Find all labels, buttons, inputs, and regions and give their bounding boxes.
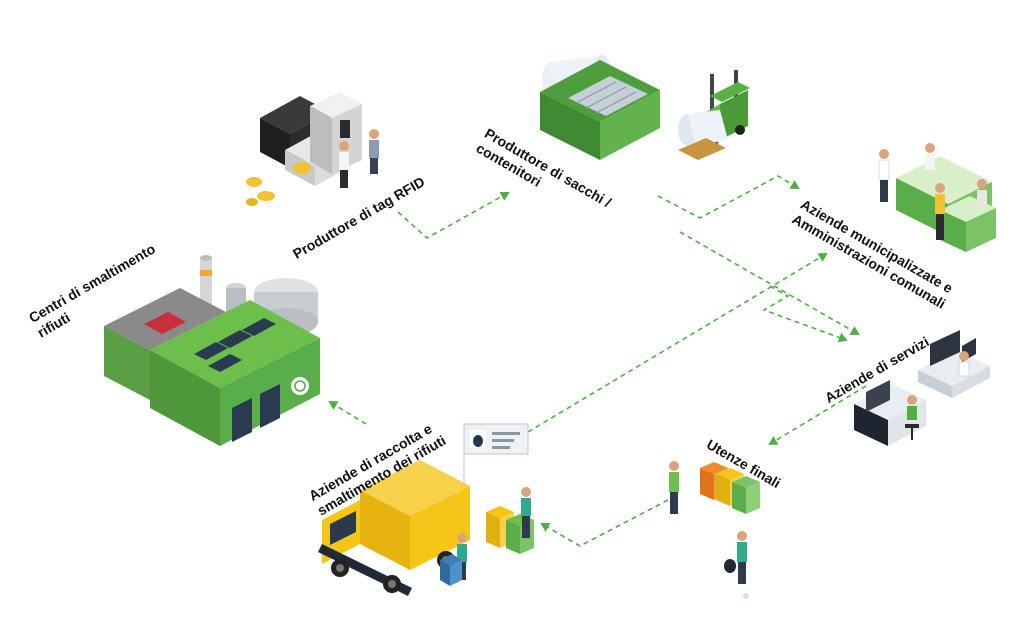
arrow-municipal-to-services: [762, 285, 848, 343]
recycling-plant-icon: [104, 255, 320, 446]
arrow-bag-to-municipal: [657, 175, 800, 219]
arrow-collection-to-disposal: [328, 400, 367, 425]
arrow-end-users-to-collection: [540, 499, 669, 547]
sorting-bins-people-icon: [669, 461, 760, 599]
bag-roll-machine-forklift-icon: [540, 55, 750, 160]
garbage-truck-workers-icon: [318, 460, 534, 596]
arrow-services-to-end-users: [768, 385, 867, 446]
arrow-bag-to-services: [679, 231, 860, 335]
arrow-card-to-municipal: [527, 252, 828, 433]
computer-workstations-icon: [854, 330, 990, 446]
rfid-printer-machines-icon: [246, 92, 379, 206]
arrow-rfid-to-bag-producer: [397, 192, 510, 239]
trash-bag-info-card-icon: [463, 423, 529, 490]
office-desks-staff-icon: [878, 143, 996, 252]
